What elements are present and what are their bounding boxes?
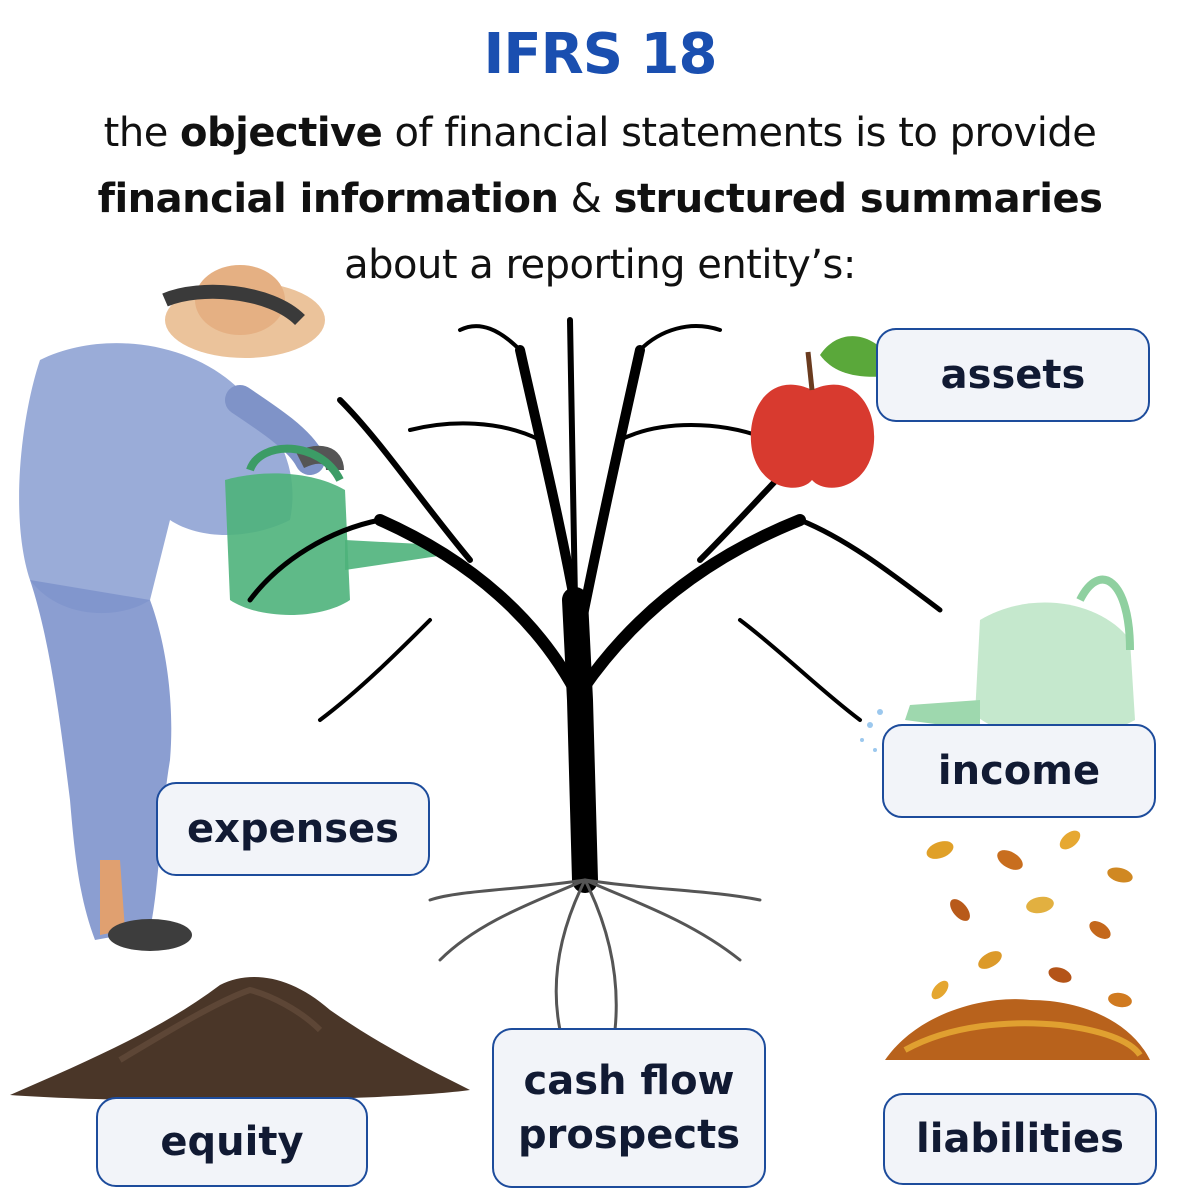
cash-flow-text: cash flow prospects (518, 1054, 740, 1162)
assets-label: assets (876, 328, 1150, 422)
objective-line-2: financial information & structured summa… (0, 176, 1200, 222)
line2-bold-2: structured summaries (613, 176, 1103, 222)
expenses-text: expenses (187, 806, 399, 852)
liabilities-text: liabilities (916, 1116, 1124, 1162)
assets-text: assets (940, 352, 1086, 398)
line1-post: of financial statements is to provide (382, 110, 1097, 156)
watering-can-icon (860, 575, 1135, 752)
page-title: IFRS 18 (483, 22, 718, 87)
line1-bold: objective (180, 110, 383, 156)
objective-line-3: about a reporting entity’s: (344, 242, 856, 288)
cash-flow-prospects-label: cash flow prospects (492, 1028, 766, 1188)
objective-line-1: the objective of financial statements is… (0, 110, 1200, 156)
income-text: income (937, 748, 1101, 794)
income-label: income (882, 724, 1156, 818)
equity-text: equity (160, 1119, 304, 1165)
soil-pile-icon (10, 977, 470, 1101)
watering-can-icon (225, 444, 445, 615)
gardener-illustration (19, 265, 344, 951)
cashflow-line-2: prospects (517, 1112, 741, 1158)
line2-bold-1: financial information (97, 176, 559, 222)
line1-pre: the (103, 110, 181, 156)
line2-mid: & (558, 176, 614, 222)
liabilities-label: liabilities (883, 1093, 1157, 1185)
tree-illustration (247, 317, 943, 1032)
cashflow-line-1: cash flow (523, 1058, 735, 1104)
equity-label: equity (96, 1097, 368, 1187)
falling-leaves-icon (885, 830, 1150, 1060)
expenses-label: expenses (156, 782, 430, 876)
